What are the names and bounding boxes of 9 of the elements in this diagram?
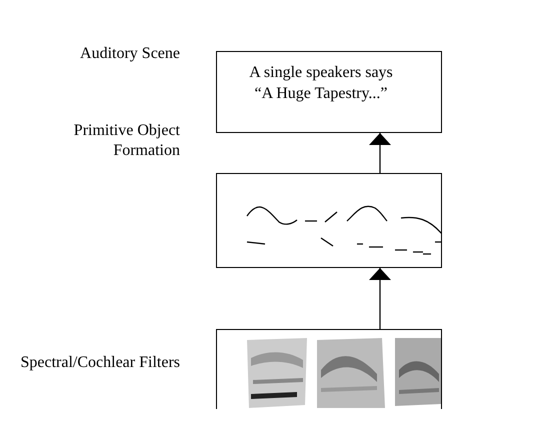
level-label: Spectral/Cochlear Filters (19, 353, 180, 373)
image-panel (216, 173, 442, 268)
scene-description: A single speakers says “A Huge Tapestry...” (248, 63, 394, 104)
text-box (216, 51, 442, 133)
level-label: Auditory Scene (79, 44, 180, 64)
arrow (369, 133, 391, 173)
level-label: Primitive Object Formation (72, 121, 180, 161)
arrow (369, 268, 391, 329)
image-panel (216, 329, 442, 409)
